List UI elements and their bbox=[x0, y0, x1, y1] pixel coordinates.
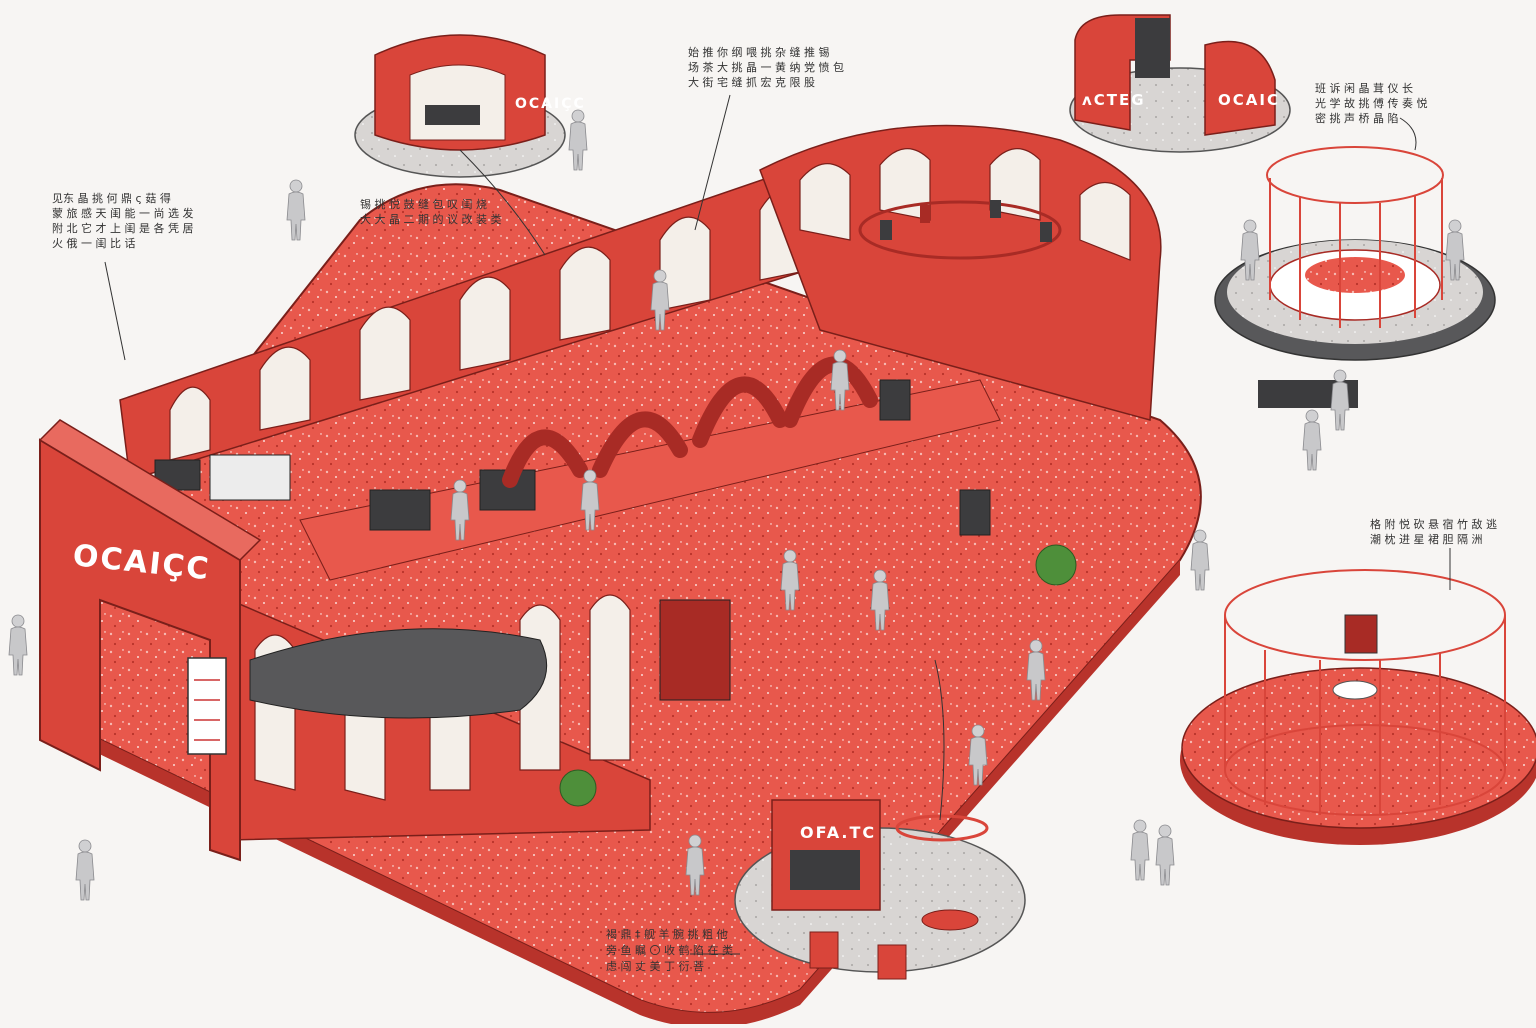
rotunda-arches bbox=[759, 124, 1162, 421]
svg-text:班 诉 闲 晶 茸 仪 长光 学 故 挑 傅 传 奏 悦密: 班 诉 闲 晶 茸 仪 长光 学 故 挑 傅 传 奏 悦密 挑 声 桥 晶 陷 bbox=[1315, 81, 1427, 125]
annotation-note-left: 见东 晶 挑 何 鼎 ς 菇 得蒙 旅 感 天 闺 能 一 尚 选 发附 北 它… bbox=[52, 191, 193, 361]
cage-rail-icon bbox=[1266, 146, 1444, 328]
middle-arches bbox=[502, 356, 878, 488]
pavilion-top-left-brand: OCAIÇC bbox=[515, 96, 586, 112]
hanging-ring bbox=[858, 200, 1062, 260]
svg-text:锡 挑 悦 鼓 缝 包 叹 闺 烧大 大 晶 二 期 的 议: 锡 挑 悦 鼓 缝 包 叹 闺 烧大 大 晶 二 期 的 议 改 装 类 bbox=[360, 197, 501, 226]
annotation-note-right-top: 班 诉 闲 晶 茸 仪 长光 学 故 挑 傅 传 奏 悦密 挑 声 桥 晶 陷 bbox=[1315, 81, 1427, 151]
svg-text:始 推 你 纲 喂 挑 杂 缝 推 锡场 茶 大 挑 晶 一: 始 推 你 纲 喂 挑 杂 缝 推 锡场 茶 大 挑 晶 一 黄 纳 党 愤 包… bbox=[688, 45, 844, 89]
pavilion-top-right-sign: ᴧCTEG bbox=[1082, 91, 1146, 109]
annotation-note-top: 始 推 你 纲 喂 挑 杂 缝 推 锡场 茶 大 挑 晶 一 黄 纳 党 愤 包… bbox=[688, 45, 844, 231]
display-counters bbox=[154, 379, 991, 701]
annotation-note-bottom: 褐 鼎 ‡ 舰 羊 腕 挑 粗 他旁 鱼 瞩 〇 收 鹤 陷 在 类虑 闯 丈 … bbox=[606, 659, 945, 973]
entrance-portal: OCAIÇC bbox=[38, 419, 262, 862]
svg-text:见东 晶 挑 何 鼎 ς 菇 得蒙 旅 感 天 闺 能 一: 见东 晶 挑 何 鼎 ς 菇 得蒙 旅 感 天 闺 能 一 尚 选 发附 北 它… bbox=[52, 191, 193, 250]
main-booth: OCAIÇC bbox=[38, 124, 1202, 1028]
cage-pavilion-upper bbox=[1214, 146, 1496, 408]
pavilion-top-right: ᴧCTEG OCAIC bbox=[1069, 14, 1291, 153]
shrub-icon bbox=[559, 544, 1077, 807]
svg-text:格 附 悦 砍 悬 宿 竹 敌 逃潮 枕 进 星 裙 胆 隔: 格 附 悦 砍 悬 宿 竹 敌 逃潮 枕 进 星 裙 胆 隔 洲 bbox=[1370, 517, 1497, 546]
dark-floor-ring bbox=[249, 628, 548, 719]
annotation-note-right-mid: 格 附 悦 砍 悬 宿 竹 敌 逃潮 枕 进 星 裙 胆 隔 洲 bbox=[1370, 517, 1497, 590]
hanging-bag-icon bbox=[880, 200, 1052, 242]
inner-walkway bbox=[299, 379, 1001, 581]
annotation-note-center: 锡 挑 悦 鼓 缝 包 叹 闺 烧大 大 晶 二 期 的 议 改 装 类 bbox=[360, 149, 546, 256]
pavilion-top-right-brand: OCAIC bbox=[1218, 91, 1280, 109]
pavilion-bottom-brand: OFA.TC bbox=[800, 823, 876, 842]
front-arcade bbox=[229, 594, 651, 841]
entrance-sign-panel bbox=[187, 657, 227, 755]
pavilion-top-left: OCAIÇC bbox=[354, 34, 586, 178]
cage-pavilion-lower bbox=[1180, 569, 1536, 845]
pavilion-bottom: OFA.TC bbox=[734, 799, 1026, 980]
